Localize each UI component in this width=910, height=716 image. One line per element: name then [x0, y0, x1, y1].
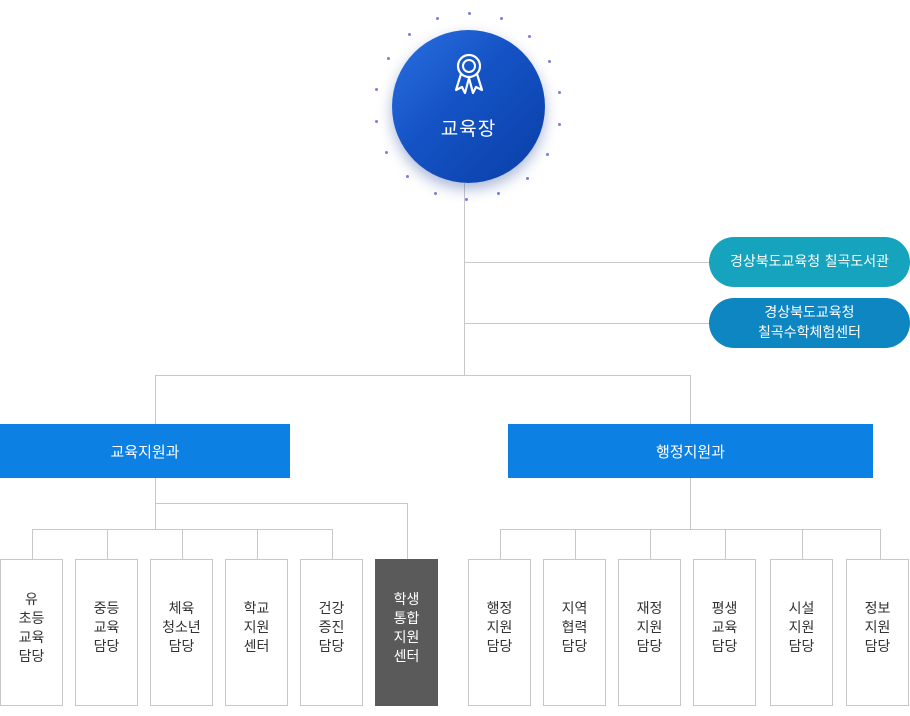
team-box[interactable]: 건강 증진 담당: [300, 559, 363, 706]
team-box[interactable]: 재정 지원 담당: [618, 559, 681, 706]
team-box[interactable]: 시설 지원 담당: [770, 559, 833, 706]
team-box[interactable]: 체육 청소년 담당: [150, 559, 213, 706]
team-box-highlighted[interactable]: 학생 통합 지원 센터: [375, 559, 438, 706]
team-label: 평생 교육 담당: [711, 601, 738, 655]
superintendent-node: 교육장: [392, 30, 545, 183]
team-label: 체육 청소년 담당: [162, 601, 201, 655]
affiliate-math-center-label-line2: 칠곡수학체험센터: [757, 325, 862, 341]
department-education-support[interactable]: 교육지원과: [0, 424, 290, 478]
team-box[interactable]: 정보 지원 담당: [846, 559, 909, 706]
superintendent-label: 교육장: [440, 118, 497, 140]
team-label: 건강 증진 담당: [318, 601, 345, 655]
team-box[interactable]: 행정 지원 담당: [468, 559, 531, 706]
team-label: 행정 지원 담당: [486, 601, 513, 655]
team-box[interactable]: 유 초등 교육 담당: [0, 559, 63, 706]
team-box[interactable]: 지역 협력 담당: [543, 559, 606, 706]
department-label: 교육지원과: [110, 442, 180, 461]
team-label: 중등 교육 담당: [93, 601, 120, 655]
team-label: 시설 지원 담당: [788, 601, 815, 655]
department-administrative-support[interactable]: 행정지원과: [508, 424, 873, 478]
affiliate-library[interactable]: 경상북도교육청 칠곡도서관: [709, 237, 910, 287]
team-label: 지역 협력 담당: [561, 601, 588, 655]
team-label: 학생 통합 지원 센터: [393, 591, 420, 665]
team-label: 학교 지원 센터: [243, 601, 270, 655]
award-ribbon-icon: [454, 53, 484, 95]
team-box[interactable]: 평생 교육 담당: [693, 559, 756, 706]
affiliate-library-label: 경상북도교육청 칠곡도서관: [729, 254, 889, 270]
department-label: 행정지원과: [655, 442, 725, 461]
affiliate-math-center-label-line1: 경상북도교육청: [764, 305, 855, 321]
team-label: 유 초등 교육 담당: [18, 591, 45, 665]
team-label: 정보 지원 담당: [864, 601, 891, 655]
team-box[interactable]: 학교 지원 센터: [225, 559, 288, 706]
team-box[interactable]: 중등 교육 담당: [75, 559, 138, 706]
affiliate-math-center[interactable]: 경상북도교육청 칠곡수학체험센터: [709, 298, 910, 348]
team-label: 재정 지원 담당: [636, 601, 663, 655]
